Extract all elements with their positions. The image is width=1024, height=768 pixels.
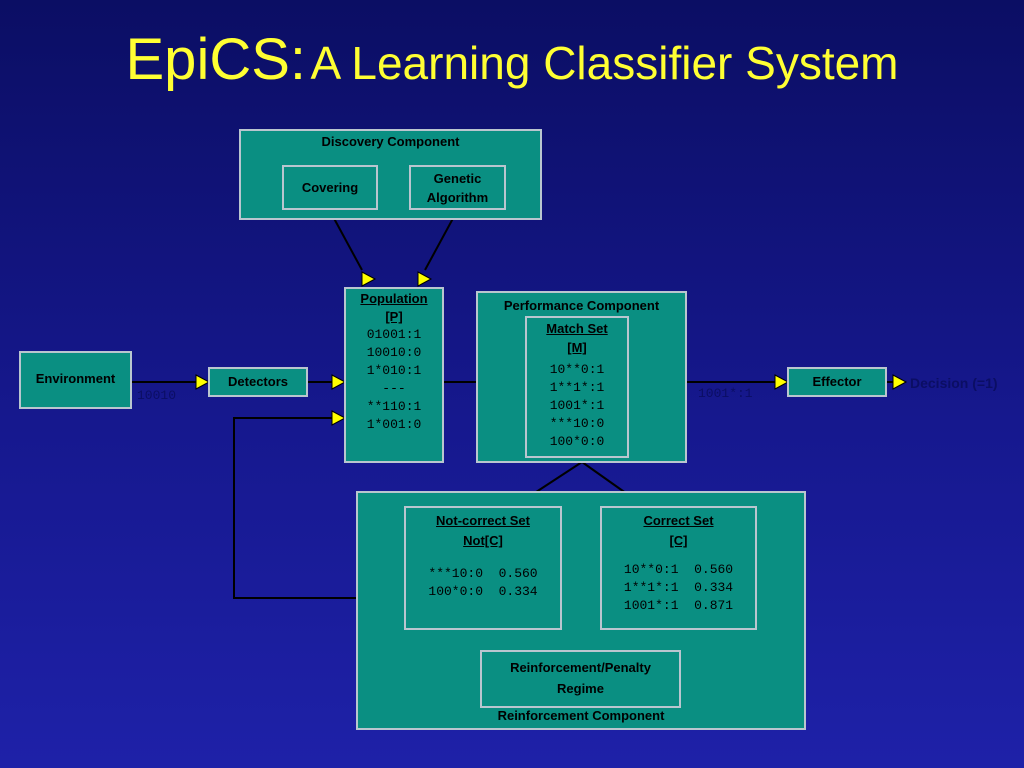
population-rule: 1*001:0 (366, 417, 422, 432)
match-set-rules: 10**0:1 1**1*:1 1001*:1 ***10:0 100*0:0 (527, 361, 627, 451)
population-rule: 10010:0 (366, 345, 422, 360)
detectors-label: Detectors (228, 374, 288, 389)
not-correct-set-rules: ***10:0 0.560 100*0:0 0.334 (406, 565, 560, 601)
reinforcement-regime-box: Reinforcement/Penalty Regime (480, 650, 681, 708)
ga-label-line1: Genetic (433, 171, 482, 186)
regime-label-line1: Reinforcement/Penalty (510, 660, 651, 675)
match-set-label: Match Set (546, 321, 608, 336)
population-rule: --- (382, 381, 406, 396)
covering-box: Covering (282, 165, 378, 210)
decision-output: Decision (=1) (910, 375, 998, 391)
slide-title: EpiCS: A Learning Classifier System (0, 26, 1024, 93)
correct-rule: 1**1*:1 0.334 (623, 580, 734, 595)
correct-set-rules: 10**0:1 0.560 1**1*:1 0.334 1001*:1 0.871 (602, 561, 755, 615)
match-set-rule: 100*0:0 (549, 434, 605, 449)
not-correct-rule: 100*0:0 0.334 (428, 584, 538, 599)
not-correct-set-box: Not-correct Set Not[C] ***10:0 0.560 100*… (404, 506, 562, 630)
arrow-feedback-to-population (331, 410, 347, 426)
not-correct-rule: ***10:0 0.560 (428, 566, 538, 581)
line-ga-to-population (424, 210, 458, 271)
line-covering-to-population (329, 210, 363, 271)
detectors-box: Detectors (208, 367, 308, 397)
correct-set-symbol: [C] (669, 533, 688, 548)
population-rule: **110:1 (366, 399, 422, 414)
not-correct-set-label: Not-correct Set (436, 513, 530, 528)
population-label: Population (360, 291, 428, 306)
performance-label: Performance Component (503, 298, 660, 313)
effector-box: Effector (787, 367, 887, 397)
population-rules: 01001:1 10010:0 1*010:1 --- **110:1 1*001:0 (346, 326, 442, 434)
arrow-env-to-population (331, 374, 347, 390)
match-set-rule: 10**0:1 (549, 362, 605, 377)
match-set-rule: ***10:0 (549, 416, 605, 431)
line-matchset-to-correct (581, 461, 631, 497)
population-box: Population [P] 01001:1 10010:0 1*010:1 --- *… (344, 287, 444, 463)
arrow-to-population-right (417, 271, 433, 287)
covering-label: Covering (301, 180, 359, 195)
population-symbol: [P] (385, 309, 403, 324)
line-matchset-to-notcorrect (529, 461, 583, 497)
correct-set-label: Correct Set (643, 513, 714, 528)
population-rule: 1*010:1 (366, 363, 422, 378)
genetic-algorithm-box: Genetic Algorithm (409, 165, 506, 210)
correct-rule: 1001*:1 0.871 (623, 598, 734, 613)
match-set-box: Match Set [M] 10**0:1 1**1*:1 1001*:1 ***10… (525, 316, 629, 458)
regime-label-line2: Regime (557, 681, 604, 696)
arrow-to-population-left (361, 271, 377, 287)
match-set-symbol: [M] (567, 340, 587, 355)
match-set-rule: 1**1*:1 (549, 380, 605, 395)
not-correct-set-symbol: Not[C] (463, 533, 503, 548)
effector-input: 1001*:1 (698, 386, 753, 401)
correct-set-box: Correct Set [C] 10**0:1 0.560 1**1*:1 0.3… (600, 506, 757, 630)
title-sub: A Learning Classifier System (310, 37, 899, 89)
population-rule: 01001:1 (366, 327, 422, 342)
correct-rule: 10**0:1 0.560 (623, 562, 734, 577)
effector-label: Effector (812, 374, 862, 389)
arrow-to-effector (774, 374, 790, 390)
match-set-rule: 1001*:1 (549, 398, 605, 413)
environment-box: Environment (19, 351, 132, 409)
arrow-to-detectors (195, 374, 211, 390)
discovery-label: Discovery Component (321, 134, 460, 149)
ga-label-line2: Algorithm (426, 190, 489, 205)
title-main: EpiCS: (125, 27, 307, 92)
reinforcement-label: Reinforcement Component (497, 708, 665, 723)
environment-output: 10010 (137, 388, 177, 403)
arrow-to-decision (892, 374, 908, 390)
line-reinforcement-to-population (233, 417, 357, 599)
environment-label: Environment (35, 371, 116, 386)
